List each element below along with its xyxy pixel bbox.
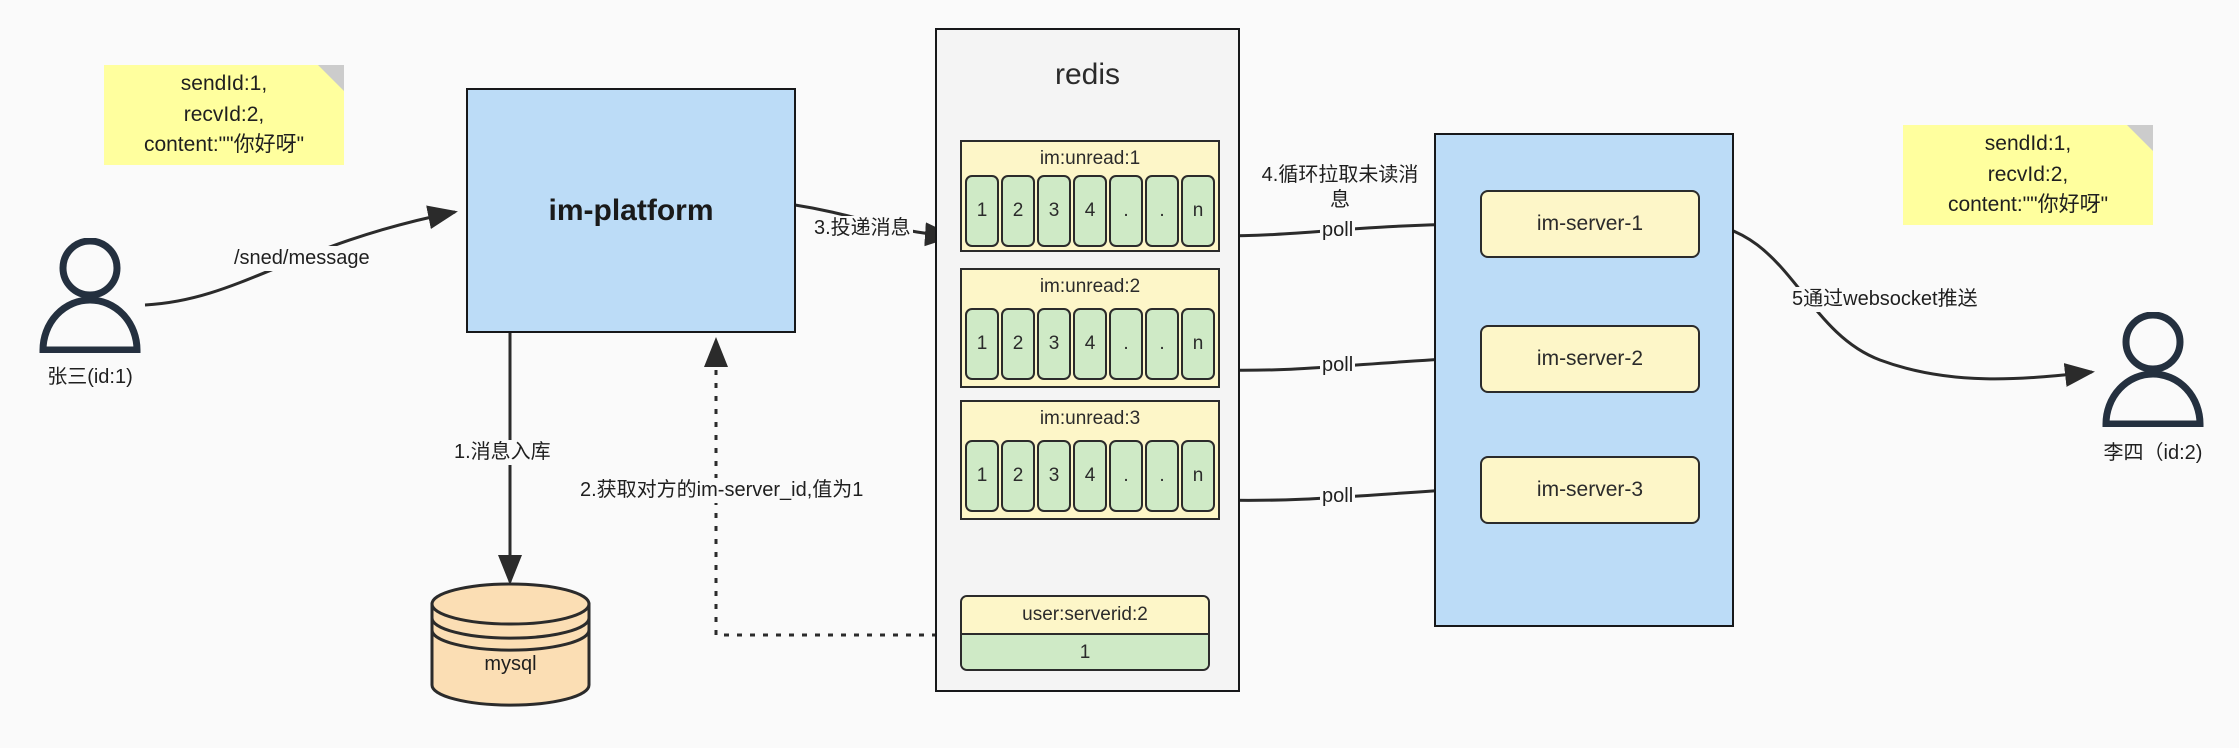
mysql-label: mysql [484, 653, 537, 675]
receiver-label: 李四（id:2) [2103, 442, 2203, 464]
list-cell: 1 [965, 440, 999, 512]
im-server-3-box[interactable]: im-server-3 [1480, 456, 1700, 524]
list-cell: 4 [1073, 175, 1107, 247]
im-platform-box[interactable]: im-platform [466, 88, 796, 333]
list-cell: 1 [965, 175, 999, 247]
list-cell: . [1109, 308, 1143, 380]
im-server-1-box[interactable]: im-server-1 [1480, 190, 1700, 258]
redis-list-cells: 1 2 3 4 . . n [965, 308, 1215, 380]
note-fold-icon [318, 65, 344, 91]
im-server-2-box[interactable]: im-server-2 [1480, 325, 1700, 393]
edge-label-send-message: /sned/message [232, 246, 372, 271]
list-cell: . [1145, 440, 1179, 512]
im-server-label: im-server-2 [1536, 347, 1644, 370]
note-fold-icon [2127, 125, 2153, 151]
im-server-label: im-server-1 [1536, 212, 1644, 235]
redis-list-cells: 1 2 3 4 . . n [965, 175, 1215, 247]
redis-list-2[interactable]: im:unread:2 1 2 3 4 . . n [960, 268, 1220, 388]
edge-label-step5: 5通过websocket推送 [1790, 287, 1980, 312]
redis-list-title: im:unread:1 [1039, 148, 1141, 169]
edge-label-poll-2: poll [1320, 353, 1356, 378]
im-platform-label: im-platform [548, 193, 714, 227]
list-cell: 3 [1037, 308, 1071, 380]
list-cell: 3 [1037, 440, 1071, 512]
list-cell: 2 [1001, 175, 1035, 247]
list-cell: 2 [1001, 440, 1035, 512]
note-text: sendId:1, recvId:2, content:""你好呀" [143, 72, 305, 157]
list-cell: 3 [1037, 175, 1071, 247]
redis-kv-value: 1 [962, 633, 1208, 669]
list-cell: n [1181, 440, 1215, 512]
user-icon [39, 238, 141, 353]
edge-label-step1: 1.消息入库 [452, 440, 553, 465]
list-cell: 4 [1073, 440, 1107, 512]
list-cell: 2 [1001, 308, 1035, 380]
note-text: sendId:1, recvId:2, content:""你好呀" [1947, 132, 2109, 217]
list-cell: n [1181, 175, 1215, 247]
list-cell: . [1109, 440, 1143, 512]
message-payload-note-left: sendId:1, recvId:2, content:""你好呀" [104, 65, 344, 165]
user-icon [2102, 312, 2204, 427]
redis-list-cells: 1 2 3 4 . . n [965, 440, 1215, 512]
list-cell: n [1181, 308, 1215, 380]
redis-list-title: im:unread:2 [1039, 276, 1141, 297]
edge-label-poll-3: poll [1320, 484, 1356, 509]
redis-list-1[interactable]: im:unread:1 1 2 3 4 . . n [960, 140, 1220, 252]
edge-label-poll-1: poll [1320, 218, 1356, 243]
list-cell: 4 [1073, 308, 1107, 380]
sender-label: 张三(id:1) [47, 366, 133, 388]
redis-kv-user-serverid[interactable]: user:serverid:2 1 [960, 595, 1210, 671]
edge-label-step4: 4.循环拉取未读消 息 [1258, 163, 1422, 213]
redis-title: redis [1054, 58, 1121, 91]
redis-kv-key: user:serverid:2 [962, 597, 1208, 633]
message-payload-note-right: sendId:1, recvId:2, content:""你好呀" [1903, 125, 2153, 225]
redis-list-3[interactable]: im:unread:3 1 2 3 4 . . n [960, 400, 1220, 520]
redis-list-title: im:unread:3 [1039, 408, 1141, 429]
im-server-label: im-server-3 [1536, 478, 1644, 501]
list-cell: 1 [965, 308, 999, 380]
list-cell: . [1145, 175, 1179, 247]
edge-label-step2: 2.获取对方的im-server_id,值为1 [578, 478, 866, 503]
database-cylinder-icon[interactable] [428, 582, 593, 707]
edge-label-step3: 3.投递消息 [812, 216, 913, 241]
list-cell: . [1109, 175, 1143, 247]
list-cell: . [1145, 308, 1179, 380]
